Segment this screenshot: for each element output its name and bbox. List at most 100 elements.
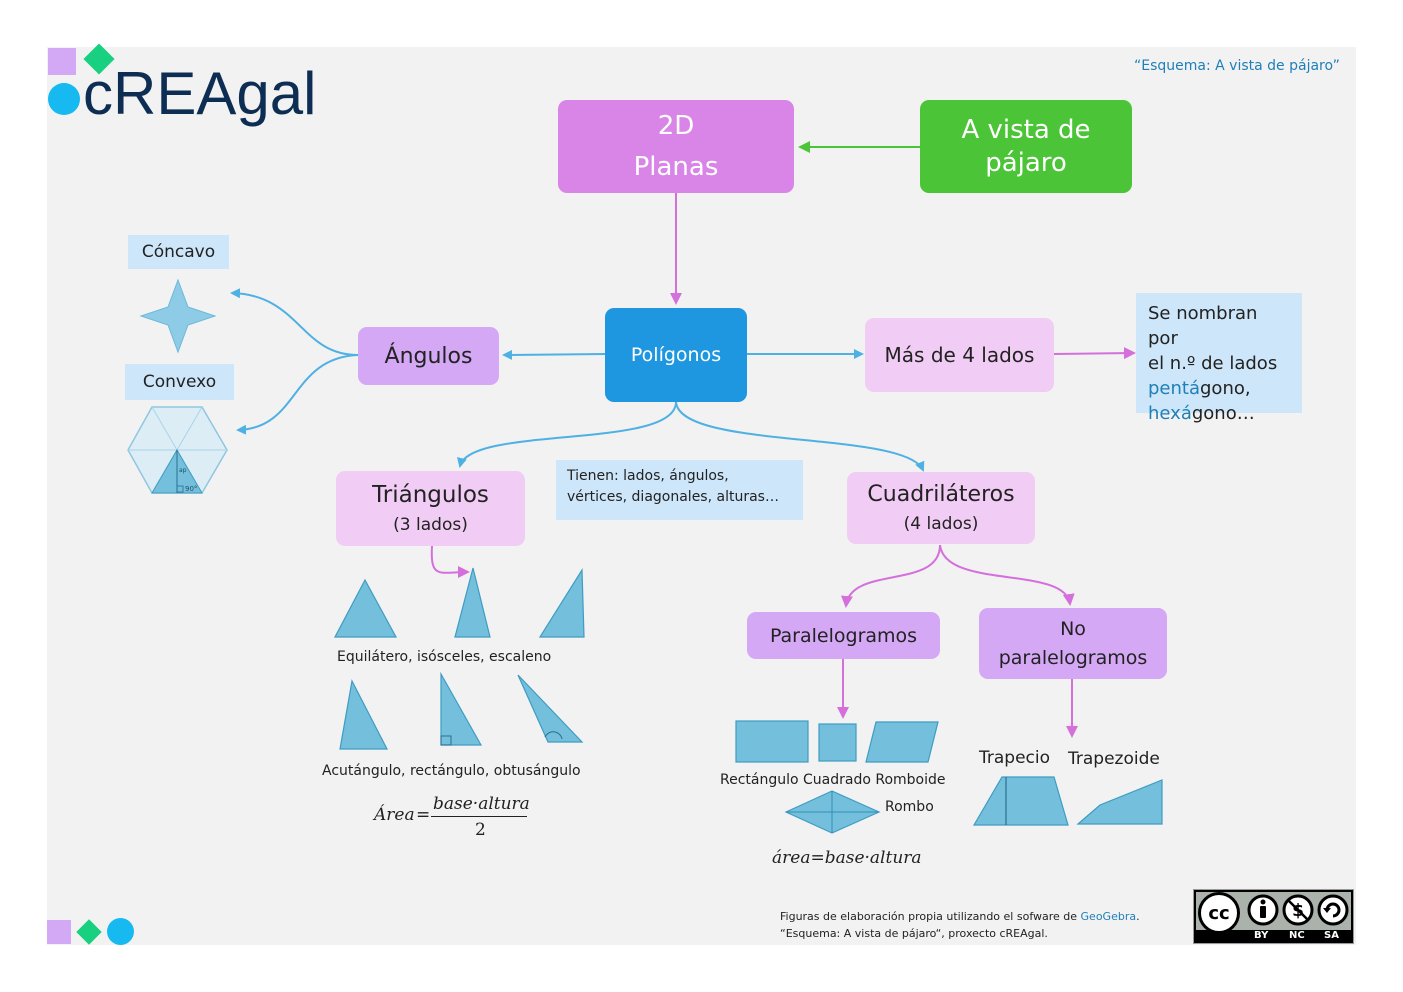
hexagono-suffix: gono…: [1191, 403, 1255, 424]
node-no-paralelogramos-line1: No: [1060, 617, 1086, 640]
formula-tri-denominator: 2: [475, 820, 486, 840]
node-angulos: Ángulos: [358, 327, 499, 385]
caption-trapecio: Trapecio: [979, 748, 1051, 768]
node-triangulos-sub: (3 lados): [393, 514, 468, 535]
node-no-paralelogramos-line2: paralelogramos: [998, 646, 1148, 669]
arrow-mas4-to-nombran: [1053, 347, 1136, 360]
node-mas4-label: Más de 4 lados: [884, 343, 1035, 367]
node-vista-line1: A vista de: [961, 114, 1091, 145]
label-convexo: Convexo: [125, 364, 234, 400]
arrow-triangulos-to-shapes: [430, 545, 470, 579]
caption-parallelograms: Rectángulo Cuadrado Romboide: [720, 772, 946, 788]
formula-quad-lhs: área: [772, 848, 811, 868]
trapezium-figure: [972, 776, 1069, 826]
note-nombran-line2: el n.º de lados: [1148, 353, 1278, 374]
note-pentagono: pentágono,: [1148, 376, 1290, 401]
convex-hexagon-figure: ap 90°: [127, 406, 228, 494]
hexagono-prefix: hexá: [1148, 403, 1192, 424]
page-subtitle: “Esquema: A vista de pájaro”: [1134, 58, 1340, 74]
note-se-nombran: Se nombran por el n.º de lados pentágono…: [1136, 293, 1302, 424]
rhombus-figure: [784, 790, 881, 834]
node-a-vista-de-pajaro: A vista de pájaro: [920, 100, 1132, 193]
formula-tri-lhs: Área: [374, 805, 415, 825]
cc-by-label: BY: [1254, 930, 1269, 941]
by-person-icon: [1247, 894, 1279, 926]
node-planas-label: Planas: [633, 151, 719, 182]
cc-license-badge[interactable]: cc $ BY NC SA: [1193, 889, 1354, 944]
footer-credits: Figuras de elaboración propia utilizando…: [780, 908, 1140, 942]
node-poligonos-label: Polígonos: [630, 344, 722, 366]
footer-credit-end: .: [1136, 910, 1140, 923]
triangle-acute: [339, 679, 388, 750]
arrow-angulos-to-convexo: [236, 354, 359, 435]
footer-circle-icon: [107, 918, 134, 945]
note-tienen-text: Tienen: lados, ángulos, vértices, diagon…: [567, 468, 779, 505]
node-paralelogramos-label: Paralelogramos: [769, 624, 918, 647]
arrow-poligonos-to-angulos: [502, 349, 607, 360]
label-convexo-text: Convexo: [142, 372, 217, 392]
pentagono-prefix: pentá: [1148, 378, 1200, 399]
formula-tri-fraction-bar: [431, 816, 527, 817]
node-no-paralelogramos: No paralelogramos: [979, 608, 1167, 679]
node-vista-line2: pájaro: [985, 147, 1067, 178]
rhomboid-figure: [865, 721, 939, 763]
hex-apothem-label: ap: [179, 467, 187, 474]
cc-logo-icon: cc: [1198, 892, 1240, 934]
rectangle-figure: [735, 720, 809, 763]
cc-sa-label: SA: [1324, 930, 1339, 941]
node-paralelogramos: Paralelogramos: [747, 612, 940, 659]
footer-credit-prefix: Figuras de elaboración propia utilizando…: [780, 910, 1081, 923]
label-concavo: Cóncavo: [128, 235, 229, 269]
caption-triangles-by-sides: Equilátero, isósceles, escaleno: [337, 649, 552, 665]
formula-tri-numerator: base·altura: [433, 794, 530, 814]
triangle-right: [440, 671, 483, 746]
trapezoid-figure: [1076, 779, 1163, 825]
note-hexagono: hexágono…: [1148, 401, 1290, 426]
formula-quad-area: área=base·altura: [772, 848, 942, 872]
concave-star-figure: [139, 278, 217, 354]
node-poligonos: Polígonos: [605, 308, 747, 402]
nc-dollar-icon: $: [1282, 894, 1314, 926]
formula-triangle-area: Área = base·altura 2: [374, 794, 544, 843]
node-cuadrilateros: Cuadriláteros (4 lados): [847, 472, 1035, 544]
cc-logo-text: cc: [1208, 902, 1230, 924]
footer-credit-line1: Figuras de elaboración propia utilizando…: [780, 908, 1140, 925]
node-mas-de-4-lados: Más de 4 lados: [865, 318, 1054, 392]
node-2d-label: 2D: [657, 110, 695, 141]
label-concavo-text: Cóncavo: [141, 242, 216, 262]
footer-credit-line2: “Esquema: A vista de pájaro“, proxecto c…: [780, 927, 1048, 940]
logo-circle-icon: [48, 83, 80, 115]
hex-angle-label: 90°: [185, 485, 197, 493]
creagal-logo: cREAgal: [47, 43, 337, 135]
pentagono-suffix: gono,: [1200, 378, 1251, 399]
square-figure: [818, 723, 857, 762]
node-cuadrilateros-title: Cuadriláteros: [867, 481, 1015, 507]
triangle-equilateral: [334, 578, 398, 638]
arrow-cuad-to-paralelogramos: [841, 544, 941, 608]
triangle-isosceles: [454, 567, 491, 638]
arrow-cuad-to-noparalelogramos: [939, 544, 1075, 606]
node-triangulos: Triángulos (3 lados): [336, 471, 525, 546]
sa-share-alike-icon: [1317, 894, 1349, 926]
cc-attribution-icons: $: [1247, 894, 1349, 926]
note-tienen: Tienen: lados, ángulos, vértices, diagon…: [556, 460, 803, 520]
arrow-poligonos-to-cuadrilateros: [675, 401, 925, 472]
triangle-obtuse: [517, 674, 584, 743]
formula-tri-eq: =: [416, 805, 431, 825]
formula-quad-eq: =: [810, 848, 825, 868]
formula-quad-rhs: base·altura: [824, 848, 922, 868]
logo-text: cREAgal: [83, 60, 317, 127]
node-triangulos-title: Triángulos: [372, 481, 489, 508]
caption-trapezoide: Trapezoide: [1068, 749, 1160, 769]
geogebra-link[interactable]: GeoGebra: [1080, 910, 1137, 923]
cc-nc-label: NC: [1289, 930, 1305, 941]
triangle-scalene: [538, 568, 585, 638]
node-2d-planas: 2D Planas: [558, 100, 794, 193]
note-nombran-line1: Se nombran por: [1148, 303, 1258, 349]
footer-square-icon: [47, 920, 71, 944]
caption-rombo: Rombo: [885, 799, 934, 815]
logo-square-icon: [48, 48, 76, 75]
caption-triangles-by-angles: Acutángulo, rectángulo, obtusángulo: [322, 763, 581, 779]
